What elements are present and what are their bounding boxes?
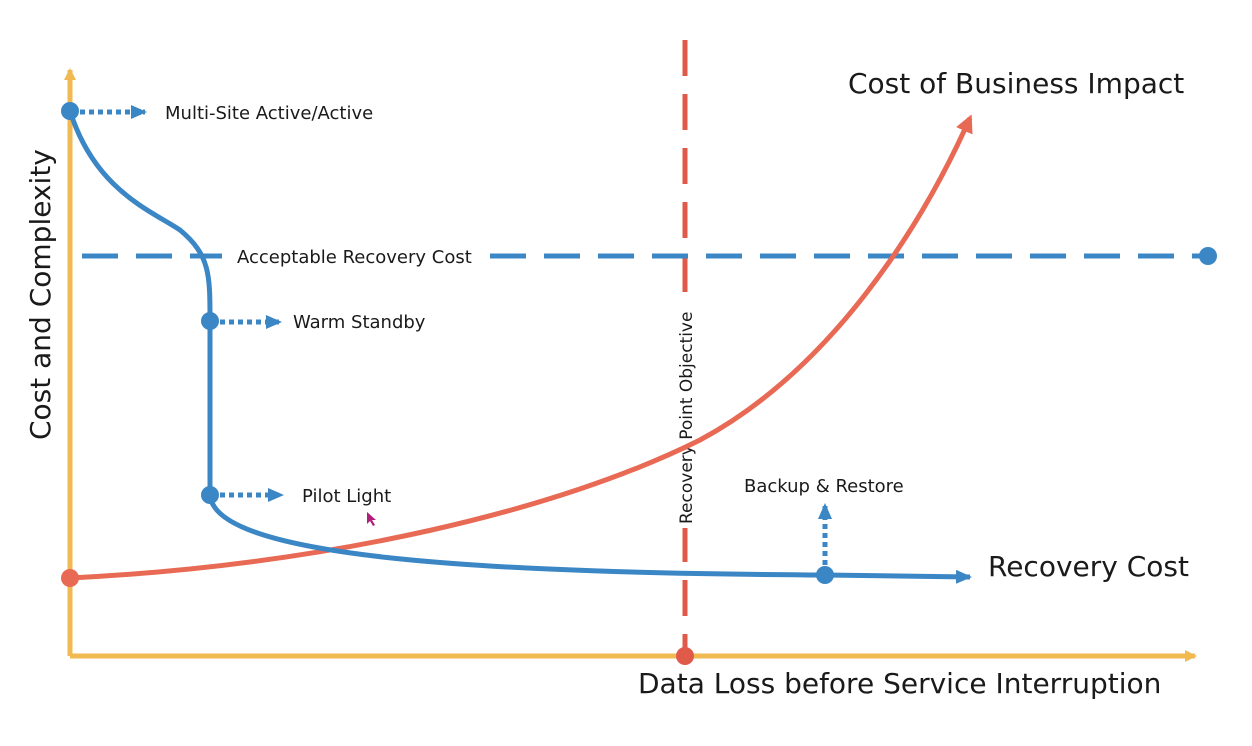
rpo-label: Recovery Point Objective	[677, 312, 697, 524]
recovery-cost-curve	[67, 110, 972, 584]
business-impact-label: Cost of Business Impact	[848, 67, 1184, 100]
backup-restore-dot	[816, 566, 834, 584]
mouse-cursor-icon	[367, 512, 376, 526]
warm-standby-dot	[201, 312, 219, 330]
warm-standby-label: Warm Standby	[293, 312, 426, 333]
x-axis-title: Data Loss before Service Interruption	[638, 667, 1161, 700]
business-impact-start-dot	[61, 569, 79, 587]
recovery-cost-label: Recovery Cost	[988, 550, 1189, 583]
acceptable-recovery-cost-dot	[1199, 247, 1217, 265]
multi-site-label: Multi-Site Active/Active	[165, 103, 373, 124]
y-axis-title: Cost and Complexity	[24, 149, 57, 440]
pilot-light-label: Pilot Light	[302, 486, 391, 507]
business-impact-curve	[69, 114, 973, 581]
multi-site-dot	[61, 102, 79, 120]
acceptable-recovery-cost-label: Acceptable Recovery Cost	[237, 247, 472, 268]
rpo-dot	[676, 647, 694, 665]
rpo-label-backdrop	[672, 292, 698, 528]
pilot-light-dot	[201, 486, 219, 504]
backup-restore-label: Backup & Restore	[744, 476, 904, 497]
